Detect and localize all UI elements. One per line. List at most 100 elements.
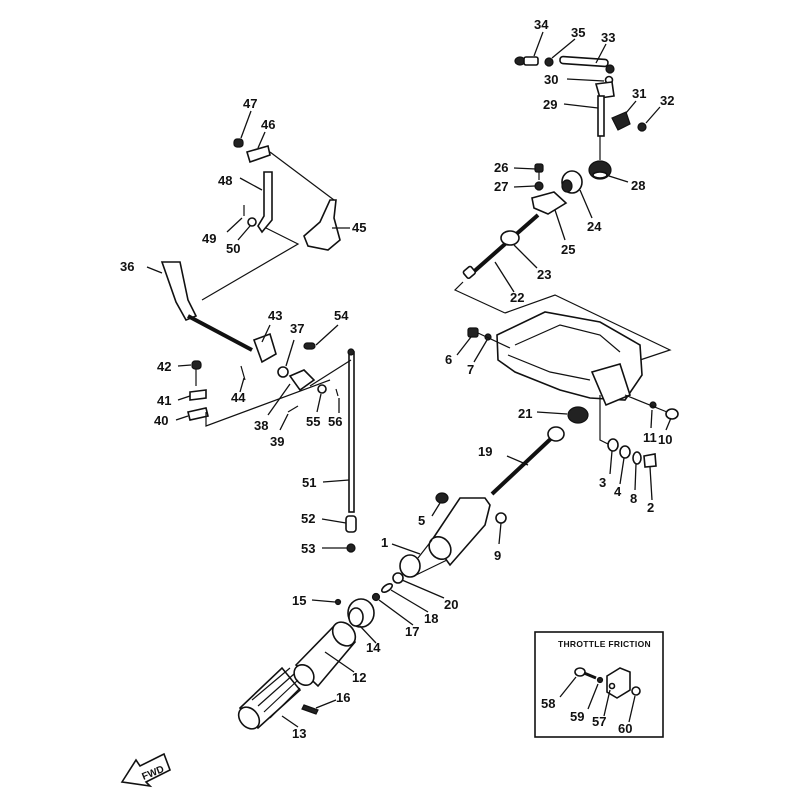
callout-23: 23 xyxy=(537,267,551,282)
callout-1: 1 xyxy=(381,535,388,550)
callout-55: 55 xyxy=(306,414,320,429)
callout-17: 17 xyxy=(405,624,419,639)
part-14-ring-inner xyxy=(348,607,364,627)
callout-49: 49 xyxy=(202,231,216,246)
part-19-shaft-end xyxy=(547,426,565,442)
callout-10: 10 xyxy=(658,432,672,447)
part-45-plate xyxy=(303,199,341,251)
callout-58: 58 xyxy=(541,696,555,711)
part-50-washer xyxy=(247,217,257,227)
callout-26: 26 xyxy=(494,160,508,175)
part-26-bolt xyxy=(534,163,544,173)
part-15-pin xyxy=(334,598,342,606)
inset-title: THROTTLE FRICTION xyxy=(558,639,651,649)
shift-lever-group xyxy=(146,110,357,553)
part-57-hole xyxy=(608,682,616,690)
callout-37: 37 xyxy=(290,321,304,336)
part-51-rod-end xyxy=(347,348,355,356)
part-32-screw xyxy=(637,122,647,132)
link-rod-48-45 xyxy=(201,227,300,301)
guide-line-3 xyxy=(599,395,609,445)
callout-18: 18 xyxy=(424,611,438,626)
bracket-rib-2 xyxy=(507,354,591,381)
part-58-bolt-shank xyxy=(583,671,597,680)
callout-13: 13 xyxy=(292,726,306,741)
part-39-screw xyxy=(287,405,299,413)
part-37-washer xyxy=(277,366,289,378)
callout-42: 42 xyxy=(157,359,171,374)
callout-48: 48 xyxy=(218,173,232,188)
throttle-link-group xyxy=(514,31,661,183)
callout-54: 54 xyxy=(334,308,349,323)
callout-45: 45 xyxy=(352,220,366,235)
callout-34: 34 xyxy=(534,17,549,32)
part-58-bolt-head xyxy=(574,667,586,677)
part-54-pin xyxy=(303,342,316,350)
part-57-block xyxy=(606,667,631,699)
callout-14: 14 xyxy=(366,640,381,655)
part-33-link-rod xyxy=(559,55,609,68)
callout-43: 43 xyxy=(268,308,282,323)
part-1-collar xyxy=(428,535,452,561)
part-24-pulley-hub xyxy=(561,179,573,193)
part-12-grip-collar xyxy=(331,621,357,647)
callout-47: 47 xyxy=(243,96,257,111)
shaft-group xyxy=(490,426,565,496)
bracket-rib xyxy=(514,324,621,353)
part-8-washer xyxy=(632,451,642,465)
part-28-gear-hub xyxy=(592,171,608,179)
part-29-shaft xyxy=(597,95,605,137)
callout-3: 3 xyxy=(599,475,606,490)
part-31-bracket xyxy=(611,111,631,131)
callout-39: 39 xyxy=(270,434,284,449)
part-16-screw xyxy=(301,704,319,715)
callout-60: 60 xyxy=(618,721,632,736)
callout-8: 8 xyxy=(630,491,637,506)
part-43-cam xyxy=(252,332,277,364)
callout-5: 5 xyxy=(418,513,425,528)
part-22-cable-end xyxy=(462,265,477,280)
callout-12: 12 xyxy=(352,670,366,685)
part-1-end xyxy=(399,554,421,578)
part-9-screw xyxy=(495,512,507,524)
callout-24: 24 xyxy=(587,219,602,234)
part-47-bolt xyxy=(233,138,244,148)
callout-27: 27 xyxy=(494,179,508,194)
part-18-spring xyxy=(380,582,394,594)
callout-2: 2 xyxy=(647,500,654,515)
callout-31: 31 xyxy=(632,86,646,101)
part-2-nut xyxy=(643,453,657,468)
fwd-arrow-icon xyxy=(120,752,172,788)
callout-16: 16 xyxy=(336,690,350,705)
callout-38: 38 xyxy=(254,418,268,433)
callout-50: 50 xyxy=(226,241,240,256)
part-3-washer xyxy=(607,438,619,452)
link-rod-46-45 xyxy=(269,151,335,201)
callout-4: 4 xyxy=(614,484,622,499)
part-29-lever-head xyxy=(594,81,615,99)
guide-line-22 xyxy=(453,281,506,314)
part-55-washer xyxy=(317,384,327,394)
part-36-shift-lever xyxy=(160,261,198,322)
part-17-ball xyxy=(371,592,381,602)
callout-21: 21 xyxy=(518,406,532,421)
part-53-nut xyxy=(346,543,356,553)
part-41-plate xyxy=(189,389,207,401)
part-13-grip-end xyxy=(237,706,261,730)
part-56-pin xyxy=(335,388,339,397)
callout-7: 7 xyxy=(467,362,474,377)
callout-44: 44 xyxy=(231,390,246,405)
part-40-plate xyxy=(187,407,209,421)
callout-59: 59 xyxy=(570,709,584,724)
bracket-end-block xyxy=(590,363,631,407)
part-35-nut xyxy=(544,57,554,67)
inset-frame xyxy=(534,631,664,738)
callout-20: 20 xyxy=(444,597,458,612)
callout-32: 32 xyxy=(660,93,674,108)
part-13-grip-ribs xyxy=(251,667,301,719)
callout-53: 53 xyxy=(301,541,315,556)
part-38-block xyxy=(288,369,316,392)
callout-51: 51 xyxy=(302,475,316,490)
part-23-cable-joint xyxy=(500,230,520,246)
